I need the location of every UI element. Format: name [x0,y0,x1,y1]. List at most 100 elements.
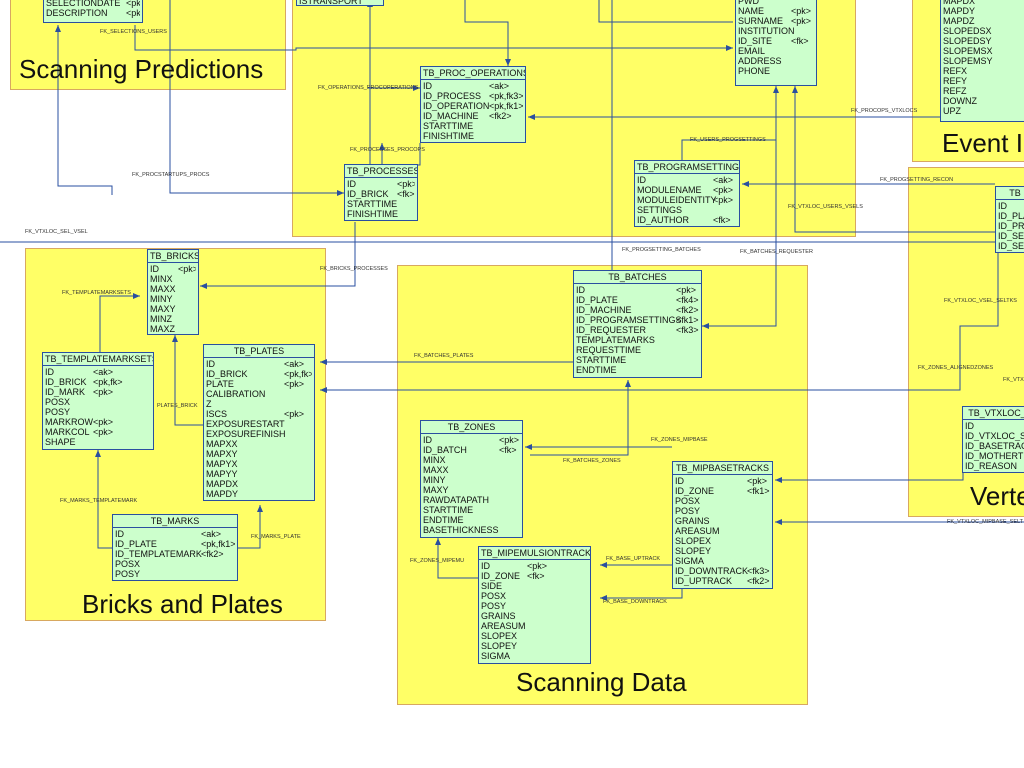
table-column-row[interactable]: ID_UPTRACK<fk2> [675,576,770,586]
table-column-row[interactable]: SURNAME<pk> [738,16,814,26]
table-column-row[interactable]: MINY [423,475,520,485]
table-column-row[interactable]: ISTRANSPORT [299,0,381,6]
table-column-row[interactable]: ID<pk> [481,561,588,571]
table-column-row[interactable]: PLATE<pk> [206,379,312,389]
table-column-row[interactable]: MINY [150,294,196,304]
table-column-row[interactable]: SLOPEDSY [943,36,1024,46]
table-column-row[interactable]: SLOPEMSX [943,46,1024,56]
table-column-row[interactable]: POSX [115,559,235,569]
table-column-row[interactable]: ID<ak> [637,175,737,185]
table-column-row[interactable]: ID_SITE<fk> [738,36,814,46]
table-column-row[interactable]: ID [965,421,1024,431]
table-column-row[interactable]: ID_MACHINE<fk2> [423,111,523,121]
table-column-row[interactable]: EMAIL [738,46,814,56]
table-column-row[interactable]: ID_TEMPLATEMARK<fk2> [115,549,235,559]
table-column-row[interactable]: ID_BRICK<pk,fk> [206,369,312,379]
table-column-row[interactable]: SELECTIONDATE<pk> [46,0,140,8]
table-column-row[interactable]: SLOPEY [481,641,588,651]
table-column-row[interactable]: MODULENAME<pk> [637,185,737,195]
table-column-row[interactable]: ENDTIME [423,515,520,525]
table-column-row[interactable]: SIGMA [481,651,588,661]
table-column-row[interactable]: EXPOSURESTART [206,419,312,429]
table-column-row[interactable]: RAWDATAPATH [423,495,520,505]
table-column-row[interactable]: ID [998,201,1024,211]
table-column-row[interactable]: MAXX [150,284,196,294]
table-column-row[interactable]: MAPDY [943,6,1024,16]
table-column-row[interactable]: Z [206,399,312,409]
table-column-row[interactable]: MINX [150,274,196,284]
table-column-row[interactable]: ID_REASON [965,461,1024,471]
table-column-row[interactable]: ID_SEL [998,231,1024,241]
table-column-row[interactable]: AREASUM [675,526,770,536]
table-column-row[interactable]: ID_SEL [998,241,1024,251]
table-column-row[interactable]: ID_PROGRAMSETTINGS<fk1> [576,315,699,325]
table-column-row[interactable]: MAXX [423,465,520,475]
table-column-row[interactable]: ID_ZONE<fk> [481,571,588,581]
table-column-row[interactable]: MAXZ [150,324,196,334]
table-column-row[interactable]: SLOPEX [481,631,588,641]
table-selections-fragment[interactable]: SELECTIONDATE<pk>DESCRIPTION<pk> [43,0,143,23]
table-column-row[interactable]: ID_BRICK<fk> [347,189,415,199]
table-column-row[interactable]: ID_BRICK<pk,fk> [45,377,151,387]
table-column-row[interactable]: ID_VTXLOC_S [965,431,1024,441]
table-column-row[interactable]: ID_PLATE<fk4> [576,295,699,305]
table-column-row[interactable]: REFZ [943,86,1024,96]
table-column-row[interactable]: ID<pk> [150,264,196,274]
table-column-row[interactable]: ID_PLATE<pk,fk1> [115,539,235,549]
table-column-row[interactable]: ID_PLA [998,211,1024,221]
table-transport-fragment[interactable]: ISTRANSPORT [296,0,384,6]
table-column-row[interactable]: MAPXY [206,449,312,459]
table-column-row[interactable]: REFX [943,66,1024,76]
table-column-row[interactable]: DESCRIPTION<pk> [46,8,140,18]
table-column-row[interactable]: SIDE [481,581,588,591]
table-column-row[interactable]: GRAINS [481,611,588,621]
table-column-row[interactable]: MARKCOL<pk> [45,427,151,437]
table-column-row[interactable]: MAXY [150,304,196,314]
table-column-row[interactable]: SLOPEY [675,546,770,556]
table-column-row[interactable]: STARTTIME [576,355,699,365]
table-column-row[interactable]: ADDRESS [738,56,814,66]
table-column-row[interactable]: EXPOSUREFINISH [206,429,312,439]
table-column-row[interactable]: POSX [675,496,770,506]
table-column-row[interactable]: ID<pk> [423,435,520,445]
table-column-row[interactable]: ID_MARK<pk> [45,387,151,397]
table-column-row[interactable]: ID_BATCH<fk> [423,445,520,455]
table-column-row[interactable]: ID<pk> [347,179,415,189]
table-column-row[interactable]: MAPDY [206,489,312,499]
table-column-row[interactable]: ID<ak> [206,359,312,369]
table-column-row[interactable]: ENDTIME [576,365,699,375]
table-column-row[interactable]: FINISHTIME [347,209,415,219]
table-column-row[interactable]: POSY [675,506,770,516]
table-column-row[interactable]: ID_DOWNTRACK<fk3> [675,566,770,576]
table-column-row[interactable]: ID_MOTHERTR [965,451,1024,461]
table-column-row[interactable]: TEMPLATEMARKS [576,335,699,345]
table-column-row[interactable]: BASETHICKNESS [423,525,520,535]
table-column-row[interactable]: CALIBRATION [206,389,312,399]
table-column-row[interactable]: MARKROW<pk> [45,417,151,427]
table-column-row[interactable]: ID_BASETRAC [965,441,1024,451]
table-column-row[interactable]: REFY [943,76,1024,86]
table-column-row[interactable]: PWD [738,0,814,6]
table-column-row[interactable]: MAPYX [206,459,312,469]
table-column-row[interactable]: POSY [115,569,235,579]
table-column-row[interactable]: ID_MACHINE<fk2> [576,305,699,315]
table-column-row[interactable]: MAPYY [206,469,312,479]
table-column-row[interactable]: STARTTIME [347,199,415,209]
table-column-row[interactable]: SLOPEMSY [943,56,1024,66]
table-column-row[interactable]: ID_PROCESS<pk,fk3> [423,91,523,101]
table-column-row[interactable]: UPZ [943,106,1024,116]
table-column-row[interactable]: MAPDZ [943,16,1024,26]
table-column-row[interactable]: ID<pk> [576,285,699,295]
table-column-row[interactable]: POSY [481,601,588,611]
